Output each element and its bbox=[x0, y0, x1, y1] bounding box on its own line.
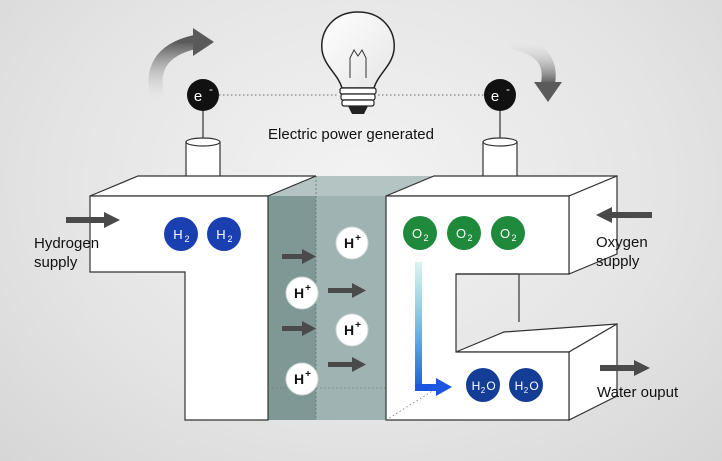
oxygen-molecule: O 2 bbox=[447, 216, 481, 250]
svg-text:O: O bbox=[529, 379, 538, 393]
electron-right: e - bbox=[484, 79, 516, 111]
proton-arrow-icon bbox=[328, 283, 366, 298]
water-molecule: H 2 O bbox=[509, 368, 543, 402]
svg-text:+: + bbox=[355, 320, 361, 331]
proton: H + bbox=[335, 313, 369, 347]
svg-text:2: 2 bbox=[481, 386, 486, 395]
svg-text:O: O bbox=[486, 379, 495, 393]
oxygen-supply-arrow-icon bbox=[596, 207, 652, 223]
proton: H + bbox=[285, 276, 319, 310]
svg-text:2: 2 bbox=[227, 234, 232, 244]
svg-text:2: 2 bbox=[467, 233, 472, 243]
anode-block bbox=[89, 175, 317, 421]
svg-text:O: O bbox=[500, 226, 510, 241]
hydrogen-label-line2: supply bbox=[34, 254, 78, 271]
electron-left: e - bbox=[187, 79, 219, 111]
svg-text:H: H bbox=[294, 371, 304, 387]
svg-text:H: H bbox=[344, 322, 354, 338]
oxygen-molecule: O 2 bbox=[491, 216, 525, 250]
water-output-arrow-icon bbox=[600, 360, 650, 376]
water-label: Water ouput bbox=[597, 384, 679, 401]
hydrogen-supply-arrow-icon bbox=[66, 212, 120, 228]
svg-text:-: - bbox=[506, 82, 510, 96]
hydrogen-molecule: H 2 bbox=[164, 217, 198, 251]
svg-text:e: e bbox=[194, 88, 202, 105]
proton: H + bbox=[335, 226, 369, 260]
svg-text:O: O bbox=[456, 226, 466, 241]
svg-text:H: H bbox=[472, 379, 481, 393]
cathode-block bbox=[385, 175, 618, 421]
oxygen-molecule: O 2 bbox=[403, 216, 437, 250]
svg-text:2: 2 bbox=[184, 234, 189, 244]
hydrogen-molecule: H 2 bbox=[207, 217, 241, 251]
power-label: Electric power generated bbox=[268, 126, 434, 143]
svg-text:2: 2 bbox=[423, 233, 428, 243]
svg-text:+: + bbox=[305, 283, 311, 294]
left-curved-arrow-icon bbox=[148, 28, 214, 102]
svg-text:H: H bbox=[515, 379, 524, 393]
flow-arrow-icon bbox=[415, 262, 452, 396]
svg-text:H: H bbox=[216, 227, 225, 242]
svg-text:H: H bbox=[344, 235, 354, 251]
proton-arrow-icon bbox=[328, 357, 366, 372]
svg-text:2: 2 bbox=[524, 386, 529, 395]
right-curved-arrow-icon bbox=[510, 35, 562, 102]
proton-arrow-icon bbox=[282, 249, 316, 264]
svg-text:2: 2 bbox=[511, 233, 516, 243]
hydrogen-label-line1: Hydrogen bbox=[34, 235, 99, 252]
proton: H + bbox=[285, 362, 319, 396]
water-molecule: H 2 O bbox=[466, 368, 500, 402]
svg-text:e: e bbox=[491, 88, 499, 105]
svg-text:-: - bbox=[209, 82, 213, 96]
oxygen-label-line1: Oxygen bbox=[596, 234, 648, 251]
svg-text:H: H bbox=[173, 227, 182, 242]
light-bulb-icon bbox=[321, 11, 395, 114]
oxygen-label-line2: supply bbox=[596, 253, 640, 270]
proton-arrow-icon bbox=[282, 321, 316, 336]
svg-text:H: H bbox=[294, 285, 304, 301]
hidden-edge bbox=[385, 389, 435, 421]
svg-text:+: + bbox=[305, 369, 311, 380]
svg-text:O: O bbox=[412, 226, 422, 241]
svg-text:+: + bbox=[355, 233, 361, 244]
